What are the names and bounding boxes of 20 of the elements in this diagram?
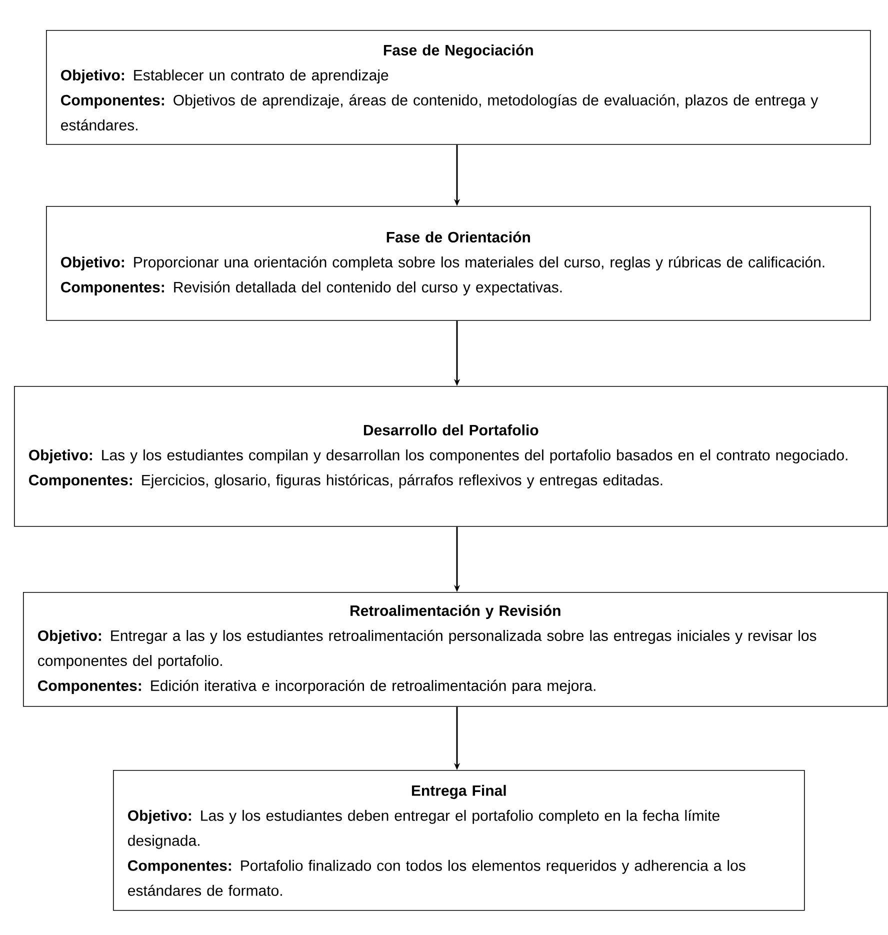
components-text: Componentes: Objetivos de aprendizaje, áreas de contenido, metodologías de evaluación, plazos de entrega y estándares. — [61, 94, 818, 130]
process-box — [46, 206, 871, 321]
components-text: Componentes: Ejercicios, glosario, figuras históricas, párrafos reflexivos y entregas editadas. — [29, 474, 662, 488]
process-box — [14, 386, 888, 527]
objective-text: Objetivo: Entregar a las y los estudiantes retroalimentación personalizada sobre las entregas iniciales y revisar los componentes del portafolio. — [38, 630, 816, 669]
objective-text: Objetivo: Las y los estudiantes compilan y desarrollan los componentes del portafolio basados en el contrato negociado. — [29, 449, 848, 464]
components-text: Componentes: Edición iterativa e incorporación de retroalimentación para mejora. — [38, 680, 596, 694]
heading-text: Fase de Orientación — [386, 231, 530, 242]
process-box — [113, 770, 805, 911]
heading-text: Retroalimentación y Revisión — [350, 604, 560, 619]
heading-text: Fase de Negociación — [384, 44, 533, 59]
objective-text: Objetivo: Las y los estudiantes deben entregar el portafolio completo en la fecha límite designada. — [128, 810, 720, 849]
components-text: Componentes: Revisión detallada del contenido del curso y expectativas. — [61, 281, 562, 296]
components-text: Componentes: Portafolio finalizado con todos los elementos requeridos y adherencia a los estándares de formato. — [128, 860, 746, 896]
heading-text: Desarrollo del Portafolio — [364, 424, 538, 436]
objective-text: Objetivo: Establecer un contrato de aprendizaje — [61, 69, 388, 84]
process-box — [23, 592, 888, 707]
objective-text: Objetivo: Proporcionar una orientación completa sobre los materiales del curso, reglas y rúbricas de calificación. — [61, 256, 824, 270]
heading-text: Entrega Final — [412, 784, 506, 799]
process-box — [46, 30, 871, 145]
